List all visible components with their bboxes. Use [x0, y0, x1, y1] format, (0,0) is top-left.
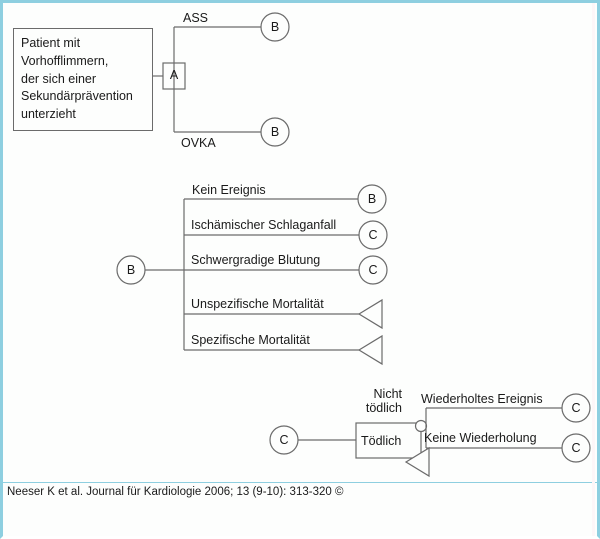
terminal-node-ass-label: B: [270, 20, 280, 34]
chance-node-circle: [414, 419, 428, 433]
terminal-node-keine-wiederholung-label: C: [571, 441, 581, 455]
terminal-circle-ovka-b: [260, 117, 290, 147]
patient-description-box: Patient mit Vorhofflimmern, der sich ein…: [13, 28, 153, 131]
terminal-node-ischaemischer-label: C: [368, 228, 378, 242]
patient-line-1: Patient mit: [21, 36, 81, 50]
source-node-b-label: B: [126, 263, 136, 277]
terminal-circle-blutung-c: [358, 255, 388, 285]
patient-line-2: Vorhofflimmern,: [21, 53, 109, 68]
terminal-node-blutung-label: C: [368, 263, 378, 277]
terminal-node-wiederholtes-label: C: [571, 401, 581, 415]
patient-line-5: unterzieht: [21, 107, 76, 121]
decision-box-toedlich: [355, 422, 422, 459]
decision-node-a-label: A: [169, 68, 179, 82]
branch-label-kein-ereignis: Kein Ereignis: [192, 183, 266, 197]
footer-citation: Neeser K et al. Journal für Kardiologie …: [7, 486, 344, 498]
terminal-circle-keine-wiederholung-c: [561, 433, 591, 463]
branch-label-ischaemischer-schlaganfall: Ischämischer Schlaganfall: [191, 218, 337, 232]
terminal-triangle-unspezifische: [357, 298, 383, 330]
spacer-toedlich: [388, 458, 406, 462]
terminal-node-kein-ereignis-label: B: [367, 192, 377, 206]
tree-lines-layer: [116, 12, 591, 478]
terminal-circle-ischaemischer-c: [358, 220, 388, 250]
terminal-triangle-toedlich: [404, 446, 430, 478]
branch-label-nicht-toedlich-line1: Nicht: [373, 387, 402, 401]
terminal-triangle-spezifische: [357, 334, 383, 366]
branch-label-ass: ASS: [183, 11, 209, 25]
branch-label-spezifische-mortalitaet: Spezifische Mortalität: [191, 333, 310, 347]
patient-line-4: Sekundärprävention: [21, 89, 133, 104]
branch-label-schwergradige-blutung: Schwergradige Blutung: [191, 253, 321, 267]
branch-label-toedlich: Tödlich: [361, 434, 402, 448]
branch-label-unspezifische-mortalitaet: Unspezifische Mortalität: [191, 297, 324, 311]
terminal-node-ovka-label: B: [270, 125, 280, 139]
terminal-circle-ass-b: [260, 12, 290, 42]
terminal-circle-wiederholtes-c: [561, 393, 591, 423]
branch-label-wiederholtes-ereignis: Wiederholtes Ereignis: [421, 392, 543, 406]
branch-label-nicht-toedlich-line2: tödlich: [365, 401, 402, 415]
source-node-c-label: C: [279, 433, 289, 447]
patient-line-3: der sich einer: [21, 71, 97, 86]
branch-label-ovka: OVKA: [181, 136, 216, 150]
branch-label-keine-wiederholung: Keine Wiederholung: [424, 431, 537, 445]
footer-divider: [3, 482, 597, 483]
terminal-circle-kein-ereignis-b: [357, 184, 387, 214]
branch-label-nicht-toedlich: Nicht tödlich: [340, 387, 402, 415]
